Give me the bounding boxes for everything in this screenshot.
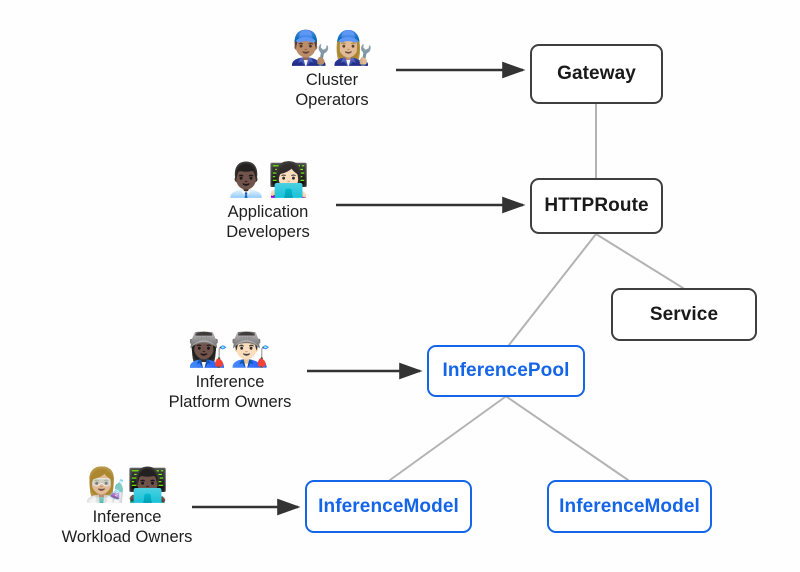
persona-inference-platform-owners: 👩🏿‍🏭👨🏻‍🏭 Inference Platform Owners	[130, 330, 330, 412]
edge-inferencepool-inferencemodel-1	[389, 396, 506, 481]
inference-workload-owners-icon: 👩🏼‍🔬👨🏿‍💻	[84, 465, 170, 504]
node-httproute[interactable]: HTTPRoute	[530, 178, 663, 234]
application-developers-icon: 👨🏿‍💼👩🏻‍💻	[225, 160, 311, 199]
node-httproute-label: HTTPRoute	[544, 195, 649, 216]
inference-platform-owners-label: Inference Platform Owners	[168, 373, 292, 411]
persona-cluster-operators: 👨🏽‍🔧👩🏼‍🔧 Cluster Operators	[232, 28, 432, 110]
application-developers-label: Application Developers	[226, 203, 310, 241]
edge-inferencepool-inferencemodel-2	[506, 396, 629, 481]
cluster-operators-icon: 👨🏽‍🔧👩🏼‍🔧	[289, 28, 375, 67]
node-inferencemodel-1[interactable]: InferenceModel	[305, 480, 472, 533]
node-gateway-label: Gateway	[557, 63, 636, 84]
node-inferencemodel-2[interactable]: InferenceModel	[547, 480, 712, 533]
persona-application-developers: 👨🏿‍💼👩🏻‍💻 Application Developers	[168, 160, 368, 242]
node-service-label: Service	[649, 303, 719, 325]
node-service[interactable]: Service	[611, 288, 757, 341]
persona-inference-workload-owners: 👩🏼‍🔬👨🏿‍💻 Inference Workload Owners	[27, 465, 227, 547]
node-inferencemodel-2-label: InferenceModel	[559, 495, 700, 517]
edge-httproute-inferencepool	[508, 233, 597, 346]
node-inferencepool-label: InferencePool	[442, 360, 570, 381]
node-gateway[interactable]: Gateway	[530, 44, 663, 104]
node-inferencemodel-1-label: InferenceModel	[318, 495, 459, 517]
edge-httproute-service	[595, 233, 684, 289]
inference-workload-owners-label: Inference Workload Owners	[61, 508, 193, 546]
inference-platform-owners-icon: 👩🏿‍🏭👨🏻‍🏭	[187, 330, 273, 369]
cluster-operators-label: Cluster Operators	[295, 71, 369, 109]
node-inferencepool[interactable]: InferencePool	[427, 345, 585, 397]
